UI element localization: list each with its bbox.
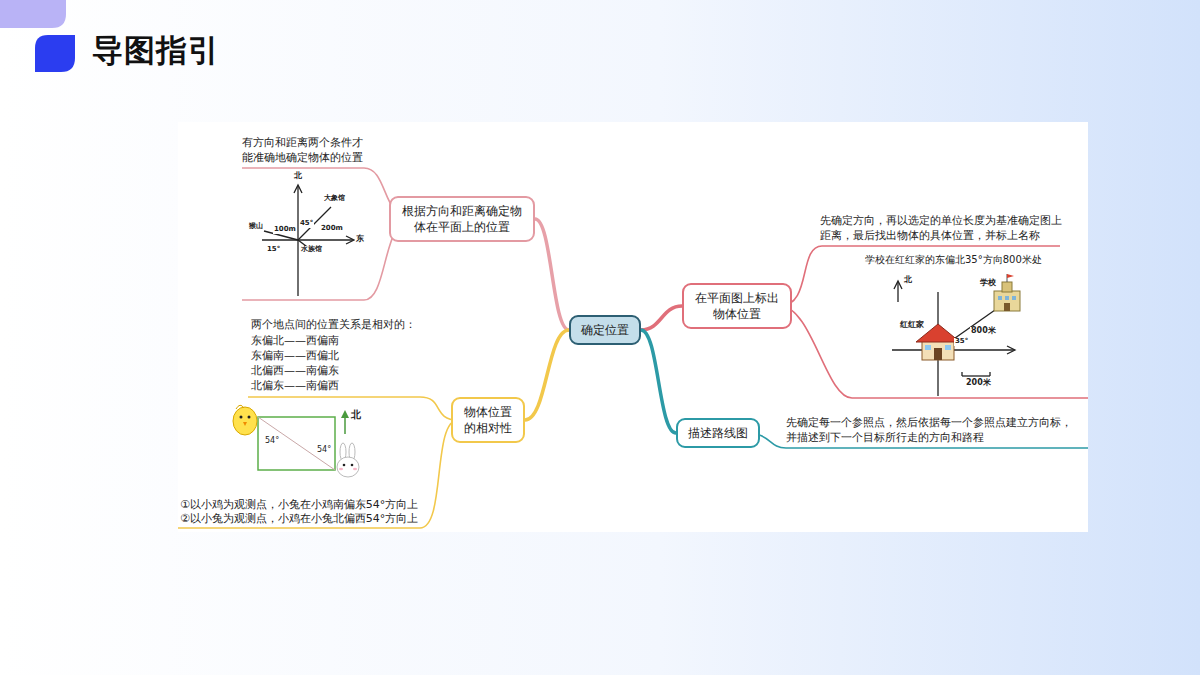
- branch-topic: 在平面图上标出物体位置: [682, 283, 792, 329]
- title-icon: [35, 35, 75, 72]
- annotation-text: 两个地点间的位置关系是相对的：: [251, 318, 416, 333]
- branch-connector: [535, 219, 569, 330]
- slide-title: 导图指引: [92, 30, 220, 72]
- annotation-text: 北偏西——南偏东: [251, 364, 339, 379]
- annotation-text: 先确定方向，再以选定的单位长度为基准确定图上距离，最后找出物体的具体位置，并标上…: [820, 214, 1062, 244]
- annotation-text: 北: [903, 276, 913, 285]
- corner-shape: [0, 0, 66, 28]
- rabbit-icon: [337, 443, 359, 477]
- relativity-diagram: [233, 405, 359, 477]
- annotation-text: 54°: [316, 446, 332, 455]
- branch-topic: 根据方向和距离确定物体在平面上的位置: [389, 196, 535, 242]
- annotation-text: 200m: [320, 225, 344, 233]
- school-icon: [994, 274, 1020, 311]
- annotation-text: 东偏北——西偏南: [251, 334, 339, 349]
- central-topic: 确定位置: [569, 315, 641, 345]
- annotation-text: 800米: [970, 327, 997, 336]
- branch-connector: [641, 306, 682, 330]
- annotation-text: 学校在红红家的东偏北35°方向800米处: [865, 253, 1042, 267]
- annotation-text: 35°: [954, 338, 969, 346]
- annotation-text: 有方向和距离两个条件才能准确地确定物体的位置: [242, 136, 372, 166]
- map-diagram: [892, 274, 1020, 396]
- annotation-text: 东偏南——西偏北: [251, 349, 339, 364]
- annotation-text: 大象馆: [323, 195, 346, 203]
- annotation-text: 学校: [979, 279, 997, 288]
- branch-connector: [525, 330, 569, 420]
- annotation-text: 15°: [266, 246, 281, 254]
- annotation-text: 54°: [264, 437, 280, 446]
- annotation-text: 45°: [299, 220, 314, 228]
- annotation-text: ②以小兔为观测点，小鸡在小兔北偏西54°方向上: [180, 512, 418, 527]
- node-text: 物体位置的相对性: [463, 404, 513, 436]
- annotation-text: 先确定每一个参照点，然后依据每一个参照点建立方向标，并描述到下一个目标所行走的方…: [786, 416, 1082, 446]
- annotation-text: 100m: [273, 226, 297, 234]
- branch-topic: 物体位置的相对性: [451, 397, 525, 443]
- annotation-text: 红红家: [899, 321, 925, 330]
- branch-topic: 描述路线图: [676, 418, 760, 448]
- node-text: 根据方向和距离确定物体在平面上的位置: [401, 203, 523, 235]
- annotation-text: 东: [355, 235, 365, 244]
- annotation-text: ①以小鸡为观测点，小兔在小鸡南偏东54°方向上: [180, 498, 418, 513]
- node-text: 描述路线图: [688, 425, 748, 441]
- compass-diagram: [262, 185, 354, 296]
- annotation-text: 北: [351, 408, 361, 422]
- branch-connector: [641, 330, 676, 433]
- brackets: [178, 168, 1088, 528]
- panel: [178, 122, 1088, 532]
- node-text: 确定位置: [581, 322, 629, 338]
- annotation-text: 水族馆: [300, 246, 323, 254]
- annotation-text: 北偏东——南偏西: [251, 379, 339, 394]
- node-text: 在平面图上标出物体位置: [694, 290, 780, 322]
- annotation-text: 200米: [965, 379, 992, 388]
- annotation-text: 北: [293, 172, 303, 181]
- annotation-text: 猴山: [248, 223, 264, 231]
- chick-icon: [233, 405, 257, 435]
